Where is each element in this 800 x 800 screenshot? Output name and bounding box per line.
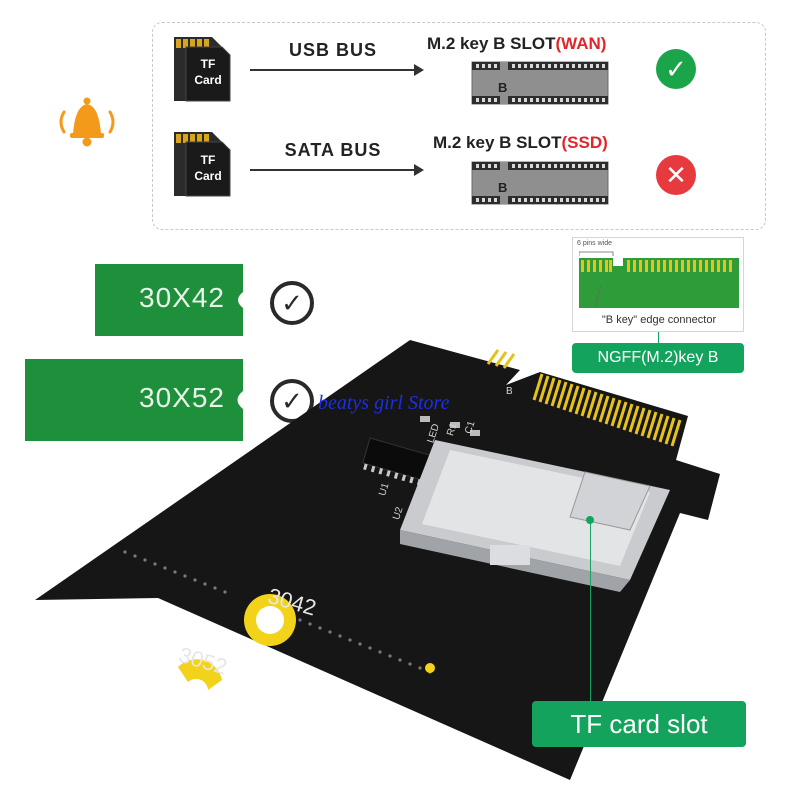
tf-card-text-line: TF xyxy=(200,57,216,71)
tf-card-text-line: Card xyxy=(194,169,222,183)
tf-slot-callout: TF card slot xyxy=(532,701,746,747)
slot-label: M.2 key B SLOT(WAN) xyxy=(427,34,606,54)
slot-key-letter: B xyxy=(498,180,508,195)
arrow-icon xyxy=(250,64,424,76)
bus-label: SATA BUS xyxy=(284,140,382,160)
callout-leader-dot xyxy=(586,516,594,524)
bus-compatibility-panel xyxy=(152,22,766,230)
tf-card-text-line: Card xyxy=(194,73,222,87)
check-icon: ✓ xyxy=(656,49,696,89)
m2-slot-image xyxy=(470,60,610,106)
slot-label-highlight: (SSD) xyxy=(561,133,608,152)
callout-leader-line xyxy=(658,332,659,344)
check-icon: ✓ xyxy=(270,281,314,325)
adapter-board-image xyxy=(30,330,730,790)
connector-caption: "B key" edge connector xyxy=(601,314,717,326)
tf-card-text-line: TF xyxy=(200,153,216,167)
card-30x42: 30X42 xyxy=(95,264,243,336)
silkscreen-b: B xyxy=(506,386,513,397)
card-30x52: 30X52 xyxy=(25,359,243,441)
slot-label: M.2 key B SLOT(SSD) xyxy=(433,133,608,153)
card-size-label: 30X52 xyxy=(139,382,225,413)
slot-label-text: M.2 key B SLOT xyxy=(427,34,556,53)
store-watermark: beatys girl Store xyxy=(318,392,450,414)
cross-icon: ✕ xyxy=(656,155,696,195)
callout-leader-line xyxy=(590,520,591,702)
slot-label-text: M.2 key B SLOT xyxy=(433,133,562,152)
connector-inset: 6 pins wide "B key" edge connector xyxy=(572,237,744,332)
pins-wide-label: 6 pins wide xyxy=(577,240,613,247)
tf-card-icon xyxy=(172,35,232,103)
slot-key-letter: B xyxy=(498,80,508,95)
tf-card-text: TF Card xyxy=(188,152,228,184)
m2-slot-image xyxy=(470,160,610,206)
bus-label: USB BUS xyxy=(288,40,377,60)
tf-card-text: TF Card xyxy=(188,56,228,88)
ngff-callout: NGFF(M.2)key B xyxy=(572,343,744,373)
card-size-label: 30X42 xyxy=(139,282,225,313)
connector-inset-image xyxy=(578,250,739,308)
bell-icon xyxy=(52,92,122,152)
tf-card-icon xyxy=(172,130,232,198)
slot-label-highlight: (WAN) xyxy=(555,34,607,53)
arrow-icon xyxy=(250,164,424,176)
